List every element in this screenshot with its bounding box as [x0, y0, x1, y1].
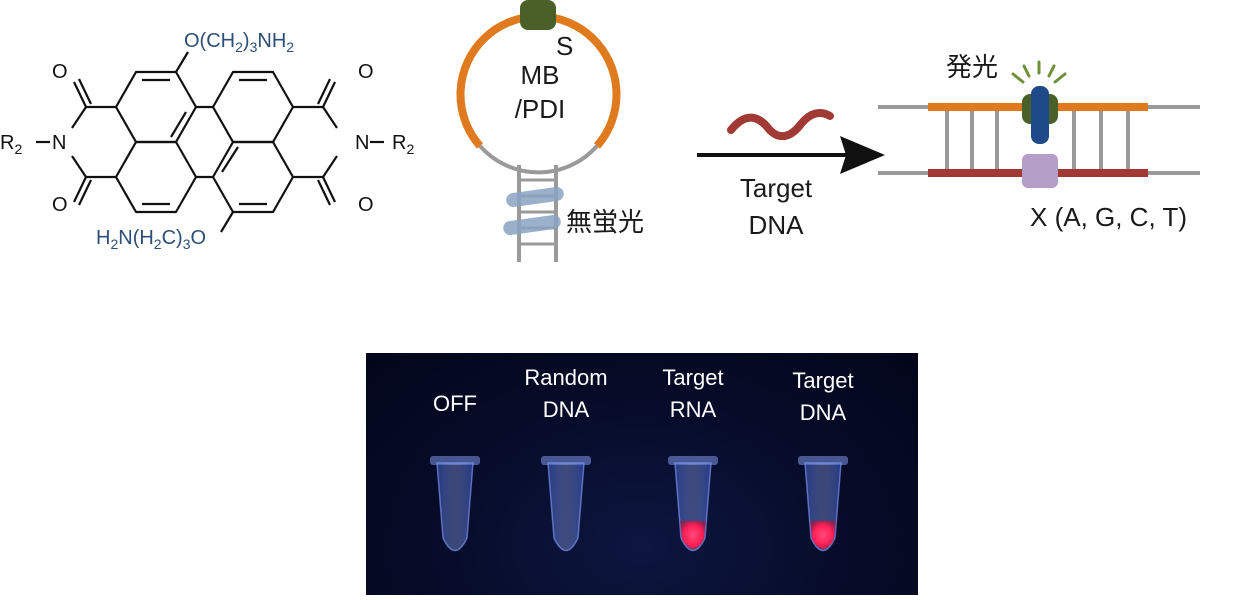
base-x-block — [1022, 154, 1058, 188]
loop-gray-arc — [478, 144, 599, 175]
imide-bond — [322, 106, 338, 129]
bay-bond — [220, 211, 234, 233]
emission-label: 発光 — [946, 52, 998, 82]
perylene-ring — [211, 140, 295, 214]
top-substituent: O(CH2)3NH2 — [184, 30, 294, 55]
imide-bond — [71, 106, 87, 129]
stacked-pdi-bar — [506, 186, 564, 208]
tube-label: OFF — [433, 391, 477, 416]
glow-ray — [1022, 64, 1031, 78]
perylene-ring — [114, 140, 198, 214]
red-fluorescence — [810, 521, 836, 549]
tube-label: DNA — [800, 400, 847, 425]
stacked-pdi-bar — [503, 214, 561, 236]
arrow-head — [840, 136, 885, 174]
tube-label: Random — [524, 365, 607, 390]
imide-bond — [71, 155, 87, 178]
target-dna-strand-icon — [727, 108, 834, 141]
atom-o: O — [358, 61, 374, 83]
carbonyl-bond — [78, 78, 92, 105]
double-bond — [170, 111, 187, 138]
carbonyl-bond — [322, 176, 336, 203]
imide-bond — [322, 155, 338, 178]
probe-label-line2: /PDI — [515, 94, 566, 124]
atom-o: O — [52, 61, 68, 83]
tube-body — [436, 462, 474, 552]
left-r-group: R2 — [0, 132, 22, 157]
tube-label: RNA — [670, 397, 717, 422]
sulfur-label: S — [556, 31, 573, 61]
pdi-structure — [36, 51, 384, 233]
atom-n: N — [355, 132, 369, 154]
glow-ray — [1053, 72, 1067, 84]
glow-ray — [1011, 72, 1025, 84]
perylene-ring — [114, 70, 198, 144]
right-r-group: R2 — [392, 132, 414, 157]
tube-label: Target — [662, 365, 723, 390]
pdi-intercalator-bar — [1031, 86, 1049, 144]
tube-label: DNA — [543, 397, 590, 422]
bottom-substituent: H2N(H2C)3O — [96, 227, 206, 252]
carbonyl-bond — [317, 179, 331, 206]
tube-label: Target — [792, 368, 853, 393]
red-fluorescence — [680, 521, 706, 549]
base-pair-rungs — [945, 111, 1130, 169]
reaction-arrow-group: Target DNA — [697, 108, 885, 240]
glow-ray — [1047, 64, 1056, 78]
atom-labels: O O O O N N R2 R2 — [0, 61, 414, 216]
carbonyl-bond — [78, 179, 92, 206]
probe-label-line1: MB — [521, 60, 560, 90]
duplex: 発光 X (A, G, C, T) — [878, 52, 1200, 232]
perylene-ring — [211, 70, 295, 144]
pdi-green-block — [520, 0, 556, 30]
atom-n: N — [52, 132, 66, 154]
arrow-label-line2: DNA — [749, 210, 805, 240]
base-x-label: X (A, G, C, T) — [1030, 202, 1187, 232]
arrow-label-line1: Target — [740, 173, 813, 203]
carbonyl-bond — [73, 176, 87, 203]
atom-o: O — [52, 194, 68, 216]
atom-o: O — [358, 194, 374, 216]
carbonyl-bond — [322, 81, 336, 108]
sample-tube: OFF — [430, 391, 480, 552]
carbonyl-bond — [73, 81, 87, 108]
glow-rays — [1011, 60, 1067, 84]
non-fluorescent-label: 無蛍光 — [566, 207, 644, 237]
bay-bond — [175, 51, 189, 73]
molecular-beacon: S MB /PDI 無蛍光 — [456, 0, 644, 262]
tube-body — [547, 462, 585, 552]
carbonyl-bond — [317, 78, 331, 105]
double-bond — [221, 146, 239, 173]
